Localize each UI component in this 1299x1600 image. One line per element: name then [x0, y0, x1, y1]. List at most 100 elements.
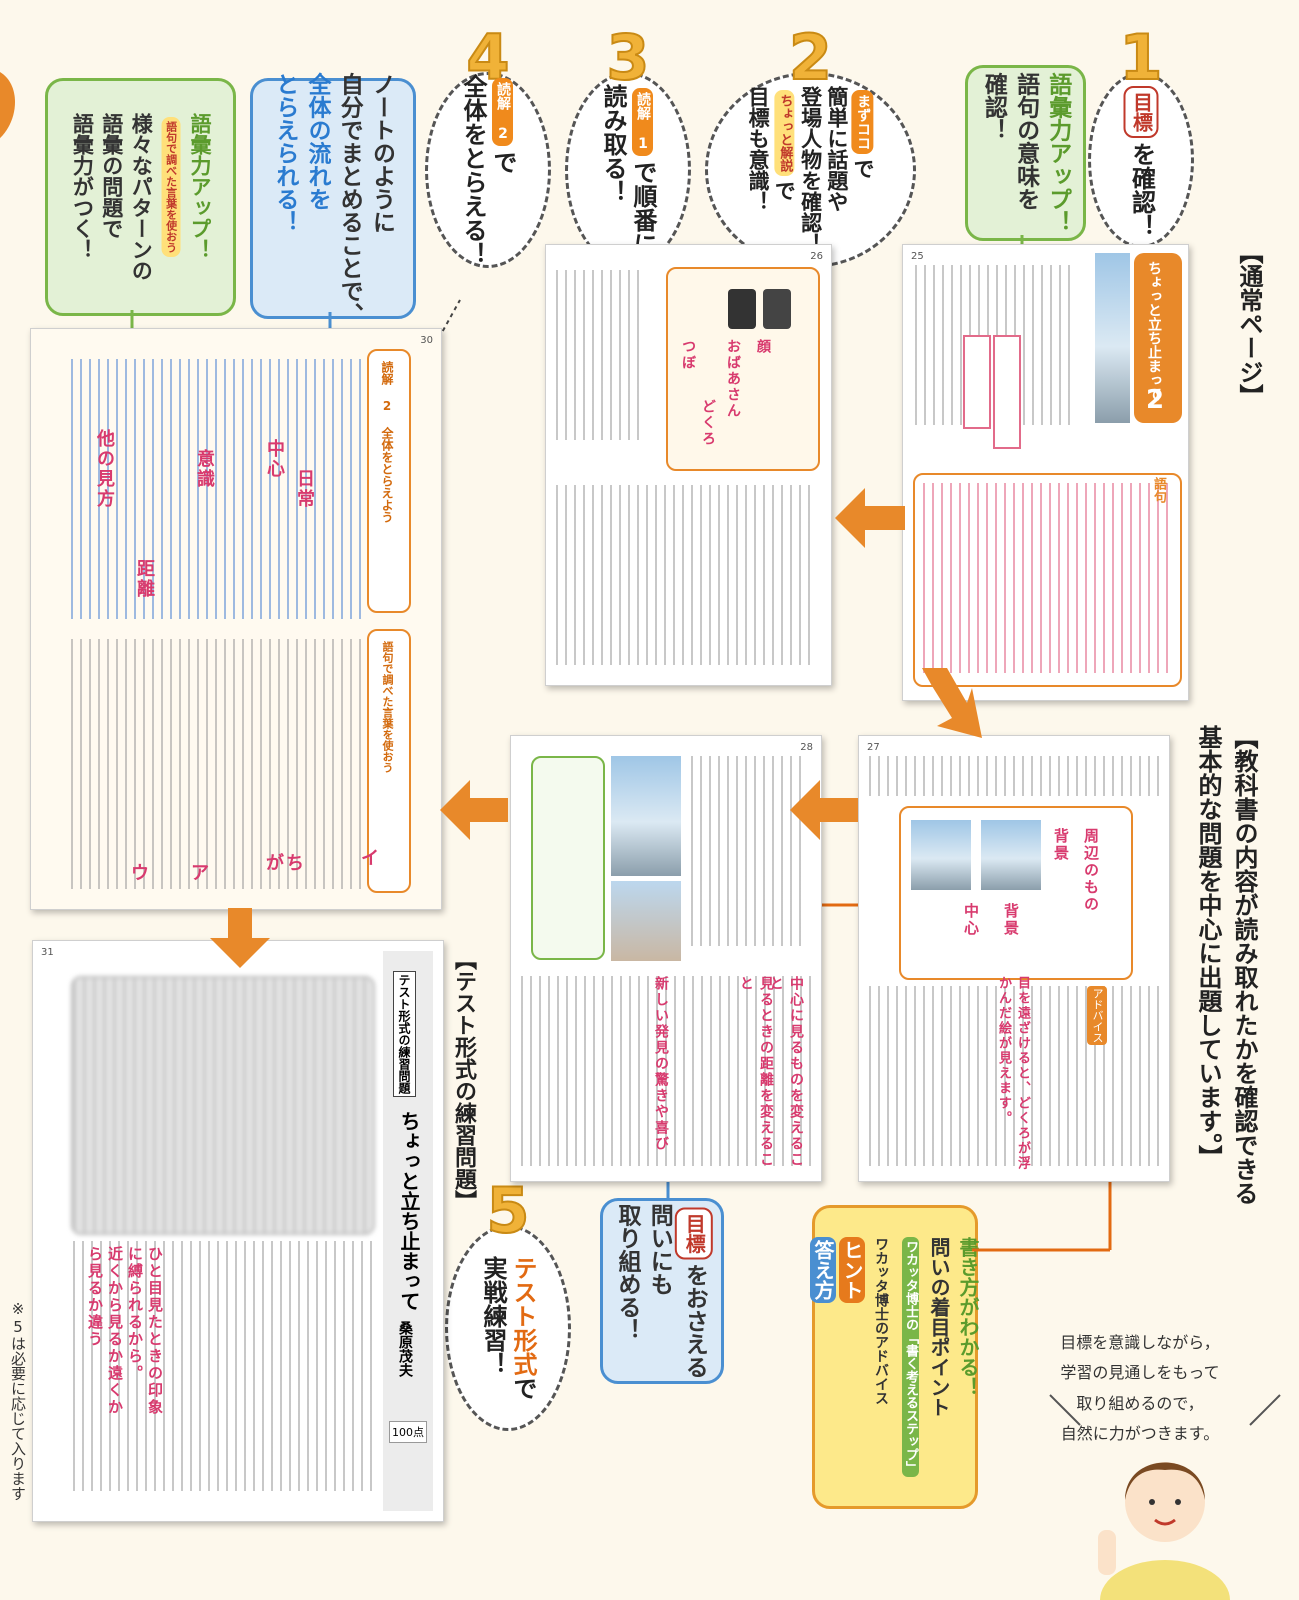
emphasis-lines [1049, 1394, 1081, 1426]
section-title: 読解 2 全体をとらえよう [380, 361, 394, 523]
answer-text: ら見るか違う [86, 1246, 104, 1348]
step-number: 5 [485, 1174, 530, 1247]
page-number: 28 [800, 742, 813, 753]
page-text [869, 756, 1159, 796]
unit-header: ちょっと立ち止まって 2 [1134, 253, 1182, 423]
test-sidebar: テスト形式の練習問題 ちょっと立ち止まって 桑原茂夫 100点 [383, 951, 433, 1511]
vase-illustration [763, 289, 791, 329]
reading-2-tag: 読解 2 [491, 78, 513, 146]
page-25: 25 ちょっと立ち止まって 2 語句 [902, 244, 1189, 701]
callout-line2: 自分でまとめることで、 [336, 72, 363, 325]
page-text [71, 639, 361, 889]
vocab-practice-header: 語句で調べた言葉を使おう [367, 629, 411, 893]
step-5-line2: で [509, 1376, 537, 1400]
page-31: 31 テスト形式の練習問題 ちょっと立ち止まって 桑原茂夫 100点 ひと目見た… [32, 940, 444, 1522]
page-number: 27 [867, 742, 880, 753]
answer-text: 新しい発見の驚きや喜び [653, 976, 669, 1152]
callout-title: 書き方がわかる！ [956, 1237, 980, 1397]
reading-2-header: 読解 2 全体をとらえよう [367, 349, 411, 613]
bottom-note-line3: 取り組めるので， [1076, 1393, 1204, 1413]
callout-title: 語彙力アップ！ [187, 113, 212, 260]
footnote: ※5は必要に応じて入ります [9, 1300, 27, 1501]
mazukoko-tag: まずココ [851, 90, 874, 154]
answer-text: 日常 [294, 469, 315, 509]
hint-label: ヒント [839, 1237, 865, 1303]
step-3-text: 読解 1で順番に 読み取る！ [598, 84, 658, 256]
step-3-line1: で順番に [629, 160, 657, 256]
callout-line2: 確認！ [980, 72, 1007, 142]
callout-line2: ワカッタ博士の「書く考えるステップ」 [902, 1237, 919, 1477]
vocab-text [923, 483, 1171, 673]
story-title: ちょっと立ち止まって [397, 1111, 421, 1311]
page-27: 27 周辺のもの 背景 中心 背景 目を遠ざけると、どくろが浮かんだ絵が見えます… [858, 735, 1170, 1182]
page-number: 30 [420, 335, 433, 346]
answer-text: 中心に見るものを変えること [768, 976, 804, 1168]
page-text [869, 986, 1159, 1166]
goal-box [531, 756, 605, 960]
blurred-passage [71, 976, 375, 1235]
vocab-label: 語句 [1151, 477, 1166, 503]
heading-normal-page: 【通常ページ】 [1235, 240, 1263, 408]
bottom-note: 目標を意識しながら， 学習の見通しをもって 取り組めるので， 自然に力がつきます… [1045, 1328, 1235, 1450]
test-label: テスト形式の練習問題 [393, 971, 416, 1097]
advice-label: ワカッタ博士のアドバイス [873, 1237, 889, 1405]
callout-note: ノートのように 自分でまとめることで、 全体の流れを とらえられる！ [250, 72, 416, 325]
summary-table [71, 359, 361, 619]
answer-text: 中心 [264, 439, 285, 479]
answer-text: 顔 [755, 339, 771, 355]
arrow-left-icon [440, 780, 508, 840]
leaf-decoration [0, 72, 15, 138]
step-5-text: テスト形式で 実戦練習！ [478, 1256, 538, 1400]
callout-line1: 問いの着目ポイント [927, 1237, 951, 1417]
answer-box [993, 335, 1021, 449]
callout-write: 書き方がわかる！ 問いの着目ポイント ワカッタ博士の「書く考えるステップ」 ワカ… [810, 1205, 980, 1509]
answer-text: どくろ [700, 399, 716, 447]
step-number: 2 [788, 21, 833, 94]
callout-line1: 語句の意味を [1012, 72, 1039, 211]
skull-illustration [728, 289, 756, 329]
heading-test-format: 【テスト形式の練習問題】 [451, 948, 476, 1212]
answer-text: 周辺のもの [1082, 828, 1100, 913]
callout-goal: 目標をおさえる 問いにも 取り組める！ [600, 1198, 724, 1384]
answer-text: ア [191, 863, 211, 884]
page-28: 28 中心に見るものを変えること 見るときの距離を変えること 新しい発見の驚きや… [510, 735, 822, 1182]
page-number: 31 [41, 947, 54, 958]
bottom-note-line1: 目標を意識しながら， [1060, 1333, 1220, 1352]
explanation-tag: ちょっと解説 [774, 90, 795, 176]
answer-text: 背景 [1052, 828, 1070, 862]
callout-line1: をおさえる [681, 1263, 708, 1379]
page-text [521, 976, 811, 1166]
step-1-text: 目標を確認！ [1123, 82, 1159, 238]
callout-line4: とらえられる！ [271, 72, 298, 233]
goal-tag: 目標 [675, 1207, 714, 1260]
step-2-line4: で [772, 180, 797, 201]
step-number: 3 [605, 21, 650, 94]
question-text [73, 1241, 373, 1491]
vocab-tag: 語句で調べた言葉を使おう [161, 117, 181, 257]
vocab-section [913, 473, 1182, 687]
heading-basic-questions: 【教科書の内容が読み取れたかを確認できる 基本的な問題を中心に出題しています。】 [1190, 725, 1262, 1205]
answer-text: ウ [131, 863, 151, 884]
heading-basic-line2: 基本的な問題を中心に出題しています。】 [1194, 725, 1222, 1169]
step-2-line3: 登場人物を確認！ [798, 86, 823, 254]
callout-vocab-left: 語彙力アップ！ 語句で調べた言葉を使おう 様々なパターンの 語彙の問題で 語彙力… [45, 78, 236, 316]
callout-line3: 語彙力がつく！ [70, 113, 95, 260]
explanation-box: おばあさん どくろ 顔 つぼ [666, 267, 820, 471]
answer-label: 答え方 [810, 1237, 836, 1303]
teacher-illustration [1098, 1462, 1230, 1600]
step-1-desc: を確認！ [1127, 142, 1156, 238]
header-photo [1095, 253, 1130, 423]
mountain-photo [611, 756, 681, 876]
step-4-line1: で [489, 150, 517, 174]
page-number: 26 [810, 251, 823, 262]
callout-line1: 様々なパターンの [129, 113, 154, 281]
answer-text: がち [266, 853, 306, 874]
step-3-bubble: 3 読解 1で順番に 読み取る！ [565, 26, 691, 268]
advice-label: アドバイス [1087, 986, 1107, 1045]
step-5-line1: テスト形式 [509, 1256, 537, 1376]
answer-text: 中心 [962, 903, 980, 937]
hint-box: 周辺のもの 背景 中心 背景 [899, 806, 1133, 980]
callout-line3: 取り組める！ [614, 1203, 640, 1342]
bridge-photo [911, 820, 971, 890]
page-text [556, 270, 646, 440]
